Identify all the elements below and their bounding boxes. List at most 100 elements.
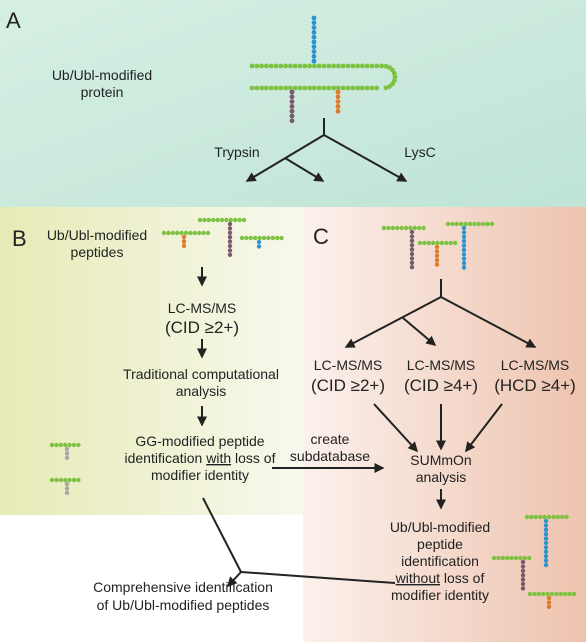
residue-bead bbox=[67, 477, 72, 483]
residue-bead bbox=[520, 577, 526, 582]
residue-bead bbox=[543, 549, 549, 554]
residue-bead bbox=[58, 477, 63, 483]
residue-bead bbox=[546, 600, 552, 605]
residue-bead bbox=[227, 235, 233, 240]
residue-bead bbox=[409, 229, 415, 235]
residue-bead bbox=[520, 581, 526, 587]
residue-bead bbox=[392, 74, 398, 80]
residue-bead bbox=[571, 591, 577, 597]
panel-b-letter: B bbox=[12, 226, 27, 251]
residue-bead bbox=[288, 63, 293, 69]
residue-bead bbox=[311, 20, 317, 26]
residue-bead bbox=[239, 235, 245, 241]
residue-bead bbox=[509, 555, 514, 561]
residue-bead bbox=[374, 63, 380, 69]
panel-c-peptides bbox=[381, 221, 577, 609]
residue-bead bbox=[166, 230, 171, 236]
residue-bead bbox=[64, 451, 70, 456]
residue-bead bbox=[409, 260, 415, 265]
residue-bead bbox=[266, 235, 271, 241]
residue-bead bbox=[257, 235, 262, 241]
protein-label-line1: Ub/Ubl-modified bbox=[52, 67, 152, 83]
residue-bead bbox=[292, 85, 298, 91]
residue-bead bbox=[355, 63, 360, 69]
residue-bead bbox=[227, 243, 233, 249]
residue-bead bbox=[311, 39, 317, 45]
residue-bead bbox=[321, 85, 327, 91]
residue-bead bbox=[461, 256, 467, 261]
residue-bead bbox=[485, 221, 490, 227]
residue-bead bbox=[179, 230, 184, 236]
result-line1: Ub/Ubl-modified bbox=[390, 519, 490, 535]
result-line5: modifier identity bbox=[391, 587, 489, 603]
residue-bead bbox=[331, 63, 336, 69]
residue-bead bbox=[439, 240, 445, 246]
residue-bead bbox=[206, 217, 211, 223]
residue-bead bbox=[391, 70, 397, 76]
residue-bead bbox=[181, 239, 187, 244]
residue-bead bbox=[297, 63, 303, 69]
c-lcms-label-3: LC-MS/MS bbox=[501, 357, 569, 373]
panel-a-letter: A bbox=[6, 8, 21, 33]
residue-bead bbox=[71, 477, 77, 483]
residue-bead bbox=[58, 442, 63, 448]
result-without-emphasis: without bbox=[395, 570, 440, 586]
peptides-label-line2: peptides bbox=[71, 244, 124, 260]
residue-bead bbox=[188, 230, 193, 236]
residue-bead bbox=[302, 85, 308, 91]
comprehensive-line2: of Ub/Ubl-modified peptides bbox=[97, 597, 270, 613]
residue-bead bbox=[279, 235, 284, 241]
residue-bead bbox=[249, 85, 255, 91]
residue-bead bbox=[461, 261, 467, 266]
residue-bead bbox=[227, 252, 233, 257]
residue-bead bbox=[170, 230, 175, 236]
residue-bead bbox=[307, 85, 312, 91]
c-mode-hcd-4plus: (HCD ≥4+) bbox=[494, 376, 576, 395]
residue-bead bbox=[311, 25, 317, 30]
residue-bead bbox=[244, 235, 249, 241]
residue-bead bbox=[520, 564, 526, 569]
residue-bead bbox=[227, 248, 233, 253]
c-mode-cid-4plus: (CID ≥4+) bbox=[404, 376, 478, 395]
residue-bead bbox=[273, 63, 279, 69]
residue-bead bbox=[289, 118, 295, 124]
residue-bead bbox=[311, 34, 317, 40]
residue-bead bbox=[268, 63, 274, 69]
c-lcms-label-1: LC-MS/MS bbox=[314, 357, 382, 373]
residue-bead bbox=[227, 230, 233, 235]
residue-bead bbox=[434, 244, 440, 250]
result-line4: without loss of bbox=[395, 570, 485, 586]
residue-bead bbox=[259, 85, 264, 91]
residue-bead bbox=[545, 591, 550, 597]
b-cid-label: (CID ≥2+) bbox=[165, 318, 239, 337]
residue-bead bbox=[496, 555, 501, 561]
residue-bead bbox=[461, 230, 467, 235]
residue-bead bbox=[273, 85, 279, 91]
residue-bead bbox=[355, 85, 360, 91]
residue-bead bbox=[316, 63, 322, 69]
residue-bead bbox=[256, 244, 262, 249]
residue-bead bbox=[197, 230, 202, 236]
c-mode-cid-2plus: (CID ≥2+) bbox=[311, 376, 385, 395]
residue-bead bbox=[335, 99, 341, 104]
residue-bead bbox=[278, 63, 284, 69]
residue-bead bbox=[261, 235, 267, 241]
residue-bead bbox=[321, 63, 327, 69]
residue-bead bbox=[409, 265, 415, 270]
residue-bead bbox=[248, 235, 253, 241]
residue-bead bbox=[381, 225, 387, 231]
residue-bead bbox=[227, 239, 233, 244]
residue-bead bbox=[417, 240, 423, 246]
residue-bead bbox=[524, 514, 530, 520]
residue-bead bbox=[64, 481, 70, 487]
residue-bead bbox=[224, 217, 229, 223]
residue-bead bbox=[500, 555, 505, 561]
residue-bead bbox=[543, 532, 549, 537]
residue-bead bbox=[409, 256, 415, 261]
residue-bead bbox=[518, 555, 523, 561]
residue-bead bbox=[256, 239, 262, 245]
residue-bead bbox=[67, 442, 72, 448]
residue-bead bbox=[292, 63, 298, 69]
gg-label-line2: identification with loss of bbox=[125, 450, 276, 466]
residue-bead bbox=[543, 518, 549, 524]
